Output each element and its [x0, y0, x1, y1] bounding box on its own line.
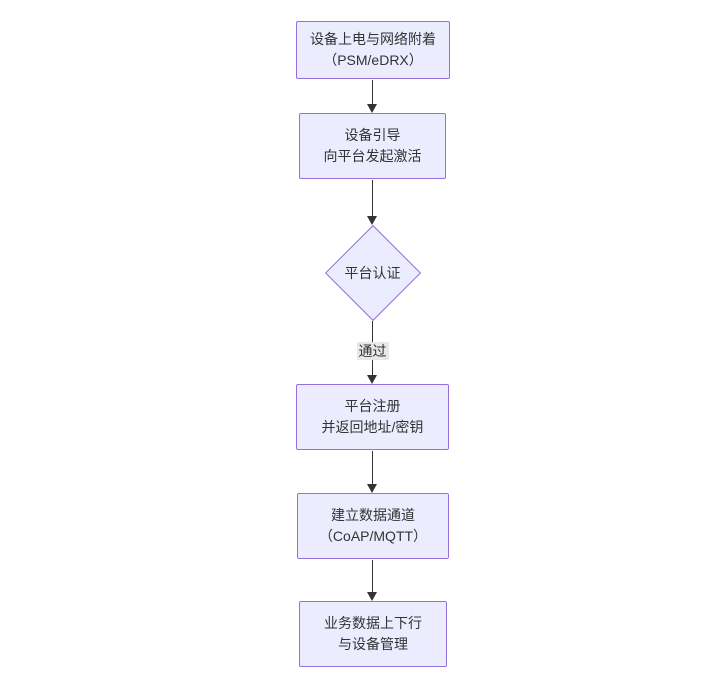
- edge-line: [372, 180, 373, 217]
- node-text-line2: （CoAP/MQTT）: [318, 528, 428, 544]
- edge-line: [372, 451, 373, 485]
- arrowhead-down-icon: [367, 375, 377, 384]
- node-device-bootstrap: 设备引导 向平台发起激活: [299, 113, 446, 179]
- arrowhead-down-icon: [367, 104, 377, 113]
- node-business-data: 业务数据上下行 与设备管理: [299, 601, 447, 667]
- arrowhead-down-icon: [367, 592, 377, 601]
- edge-auth-to-register: 通过: [356, 321, 389, 384]
- edge-register-to-channel: [367, 451, 378, 493]
- edge-line: [372, 80, 373, 105]
- edge-label-pass: 通过: [356, 342, 389, 360]
- node-device-power-attach: 设备上电与网络附着 （PSM/eDRX）: [296, 21, 450, 79]
- node-text-line1: 设备引导: [344, 127, 401, 143]
- node-text-line2: （PSM/eDRX）: [323, 52, 423, 68]
- decision-platform-auth: 平台认证: [324, 224, 421, 321]
- node-data-channel: 建立数据通道 （CoAP/MQTT）: [297, 493, 449, 559]
- node-platform-register: 平台注册 并返回地址/密钥: [296, 384, 449, 450]
- node-text-line1: 平台注册: [344, 398, 401, 414]
- node-text-line2: 向平台发起激活: [323, 148, 422, 164]
- arrowhead-down-icon: [367, 216, 377, 225]
- node-text-line1: 平台认证: [344, 264, 401, 281]
- node-text-line2: 与设备管理: [338, 636, 408, 652]
- node-text-line2: 并返回地址/密钥: [321, 419, 424, 435]
- arrowhead-down-icon: [367, 484, 377, 493]
- edge-channel-to-business: [367, 560, 378, 601]
- node-text-line1: 建立数据通道: [331, 507, 415, 523]
- node-text-line1: 设备上电与网络附着: [310, 31, 436, 47]
- edge-bootstrap-to-auth: [367, 180, 378, 225]
- edge-power-to-bootstrap: [367, 80, 378, 113]
- node-text-line1: 业务数据上下行: [324, 615, 422, 631]
- edge-line: [372, 560, 373, 593]
